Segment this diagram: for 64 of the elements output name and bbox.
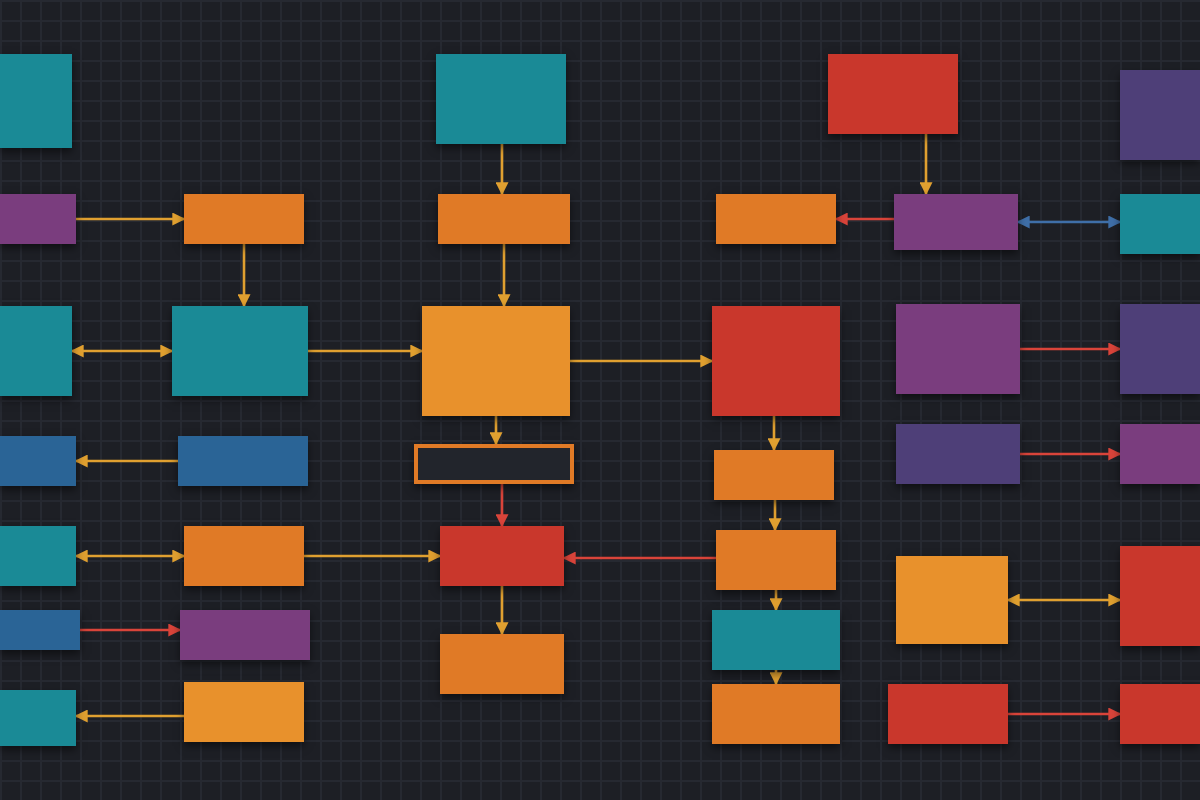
process-box xyxy=(436,54,566,144)
process-box xyxy=(0,610,80,650)
process-box xyxy=(184,526,304,586)
arrow xyxy=(1006,593,1122,607)
process-box xyxy=(712,306,840,416)
arrow xyxy=(74,454,178,468)
arrow xyxy=(1016,215,1122,229)
arrow xyxy=(74,549,186,563)
process-box xyxy=(180,610,310,660)
arrow xyxy=(489,416,503,446)
arrow xyxy=(495,144,509,196)
process-box xyxy=(0,194,76,244)
process-box xyxy=(1120,304,1200,394)
process-box xyxy=(184,194,304,244)
process-box xyxy=(440,526,564,586)
arrow xyxy=(80,623,182,637)
process-box xyxy=(414,444,574,484)
process-box xyxy=(0,306,72,396)
process-box xyxy=(172,306,308,396)
process-box xyxy=(714,450,834,500)
process-box xyxy=(1120,546,1200,646)
process-box xyxy=(0,436,76,486)
process-box xyxy=(894,194,1018,250)
arrow xyxy=(769,670,783,686)
process-box xyxy=(896,424,1020,484)
arrow xyxy=(1020,447,1122,461)
process-box xyxy=(438,194,570,244)
process-box xyxy=(896,556,1008,644)
arrow xyxy=(1008,707,1122,721)
arrow xyxy=(1020,342,1122,356)
arrow xyxy=(769,590,783,612)
process-box xyxy=(896,304,1020,394)
arrow xyxy=(570,354,714,368)
arrow xyxy=(308,344,424,358)
process-box xyxy=(716,530,836,590)
arrow xyxy=(70,344,174,358)
process-box xyxy=(178,436,308,486)
process-box xyxy=(716,194,836,244)
process-box xyxy=(0,526,76,586)
arrow xyxy=(237,244,251,308)
process-box xyxy=(1120,194,1200,254)
arrow xyxy=(562,551,716,565)
process-box xyxy=(0,54,72,148)
process-box xyxy=(888,684,1008,744)
process-box xyxy=(1120,684,1200,744)
arrow xyxy=(919,134,933,196)
arrow xyxy=(768,500,782,532)
arrow xyxy=(834,212,894,226)
process-box xyxy=(184,682,304,742)
process-box xyxy=(0,690,76,746)
process-box xyxy=(712,610,840,670)
process-box xyxy=(1120,70,1200,160)
arrow xyxy=(304,549,442,563)
arrow xyxy=(497,244,511,308)
process-box xyxy=(422,306,570,416)
process-box xyxy=(440,634,564,694)
arrow xyxy=(767,416,781,452)
arrow xyxy=(74,709,184,723)
arrow xyxy=(495,484,509,528)
arrow xyxy=(76,212,186,226)
process-box xyxy=(712,684,840,744)
arrow xyxy=(495,586,509,636)
process-box xyxy=(1120,424,1200,484)
process-box xyxy=(828,54,958,134)
